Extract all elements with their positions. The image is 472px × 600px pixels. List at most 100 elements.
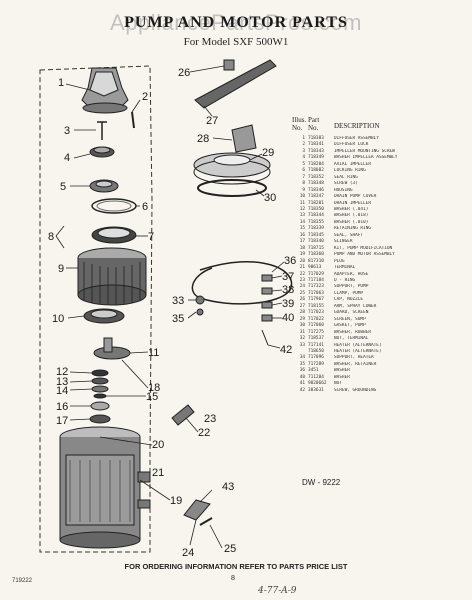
row-part-no: 718346 (308, 187, 324, 193)
callout-30: 30 (264, 192, 276, 204)
row-description: WASHER, RETAINER (334, 361, 377, 367)
row-description: AXIAL IMPELLER (334, 161, 372, 167)
model-subtitle: For Model SXF 500W1 (183, 36, 289, 48)
row-part-no: 711284 (308, 374, 324, 380)
row-part-no: 718344 (308, 213, 324, 219)
callout-8: 8 (48, 231, 54, 243)
row-illus-no: 12 (299, 206, 305, 212)
row-part-no: 717060 (308, 323, 324, 329)
callout-35: 35 (172, 313, 184, 325)
callout-1: 1 (58, 77, 64, 89)
impeller-screw-part (97, 121, 107, 140)
row-description: LOCKING RING (334, 168, 366, 174)
row-description: WASHER (334, 368, 350, 374)
row-description: PLUG (334, 258, 345, 264)
plug-part (137, 471, 151, 483)
row-description: SEAL RING (334, 174, 358, 180)
spray-arm-lower-part (194, 59, 277, 109)
row-part-no: 718383 (308, 136, 324, 141)
callout-43: 43 (222, 481, 234, 493)
pump-clamp-part (199, 517, 213, 526)
housing-part (77, 247, 147, 306)
row-illus-no: 42 (299, 387, 305, 393)
row-description: NUT (334, 381, 342, 387)
row-part-no: 717023 (308, 310, 324, 316)
row-part-no: 717096 (308, 355, 324, 361)
row-part-no: 718343 (308, 148, 324, 154)
page-number: 8 (231, 575, 235, 582)
row-description: CAP, NOZZLE (334, 297, 364, 303)
row-description: HOUSING (334, 187, 353, 193)
row-part-no: 718082 (308, 168, 324, 174)
row-description: GUARD, SCREEN (334, 310, 369, 316)
row-part-no: 718350 (308, 206, 324, 212)
callout-10: 10 (52, 313, 64, 325)
handwritten-note: 4-77-A-9 (258, 586, 297, 596)
row-description: SLINGER (334, 239, 353, 245)
row-part-no: 718339 (308, 226, 324, 232)
callout-13: 13 (56, 376, 68, 388)
row-illus-no: 35 (299, 361, 305, 367)
row-part-no: 718347 (308, 194, 324, 200)
callout-11: 11 (148, 347, 159, 359)
callout-20: 20 (152, 439, 164, 451)
row-part-no: 717063 (308, 290, 324, 296)
row-illus-no: 10 (299, 194, 305, 200)
row-description: DIFFUSER LOCK (334, 142, 369, 148)
row-description: WASHER (334, 374, 350, 380)
row-description: HEATER (ALTERNATE) (334, 342, 382, 348)
row-illus-no: 34 (299, 355, 305, 361)
callout-27: 27 (206, 115, 218, 127)
row-description: TERMINAL (334, 265, 356, 271)
row-illus-no: 24 (299, 284, 305, 290)
row-illus-no: 6 (302, 168, 305, 174)
shaft-seal-part (90, 401, 110, 411)
callout-36: 36 (284, 255, 296, 267)
callout-7: 7 (148, 231, 154, 243)
row-illus-no: 17 (299, 239, 305, 245)
row-illus-no: 22 (299, 271, 305, 277)
row-illus-no: 2 (302, 142, 305, 148)
callout-labels: 1 2 3 4 5 6 7 8 9 10 11 12 13 14 15 16 1… (48, 67, 296, 559)
diffuser-lock-part (131, 111, 135, 129)
row-illus-no: 5 (302, 161, 305, 167)
callout-15: 15 (146, 391, 158, 403)
row-illus-no: 20 (299, 258, 305, 264)
row-part-no: 718340 (308, 239, 324, 245)
row-illus-no: 33 (299, 342, 305, 348)
callout-25: 25 (224, 543, 236, 555)
pump-gasket-part (197, 179, 267, 197)
callout-9: 9 (58, 263, 64, 275)
row-description: DRAIN PUMP COVER (334, 194, 377, 200)
header-description: DESCRIPTION (334, 122, 380, 130)
drain-impeller-part (93, 337, 131, 360)
parts-table-header: Illus. No. Part No. DESCRIPTION (292, 116, 464, 132)
row-part-no: 718349 (308, 155, 324, 161)
callout-22: 22 (198, 427, 210, 439)
row-part-no: 717275 (308, 329, 324, 335)
row-illus-no: 15 (299, 226, 305, 232)
header-part: Part No. (308, 116, 320, 132)
row-part-no: 717029 (308, 271, 324, 277)
